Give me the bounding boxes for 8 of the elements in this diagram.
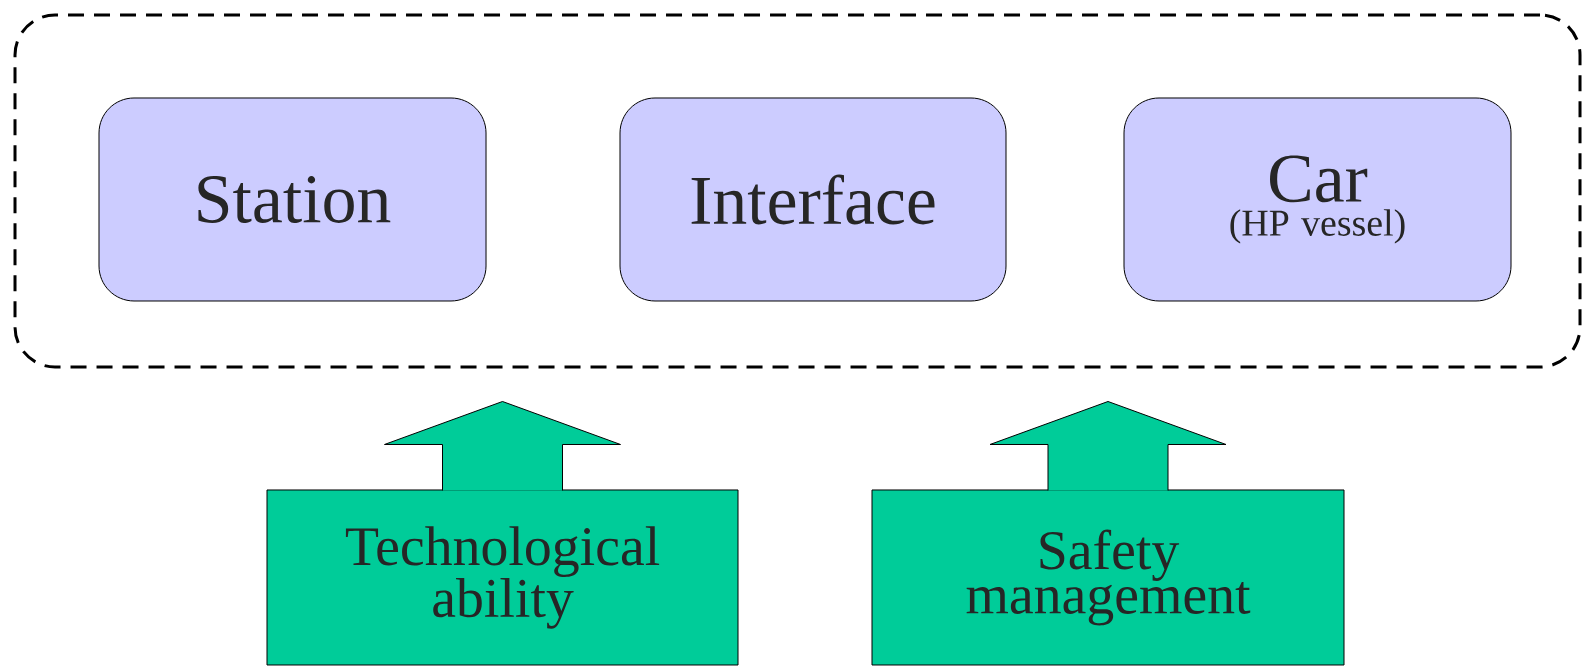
factor-box: Safety management bbox=[871, 489, 1345, 666]
factor-box: Technological ability bbox=[266, 489, 739, 666]
dashed-group-frame bbox=[13, 13, 1582, 369]
block-arrow bbox=[989, 401, 1227, 491]
process-box: Car (HP vessel) bbox=[1123, 97, 1512, 302]
process-box: Interface bbox=[619, 97, 1007, 302]
process-box: Station bbox=[98, 97, 487, 302]
block-arrow bbox=[384, 401, 621, 491]
